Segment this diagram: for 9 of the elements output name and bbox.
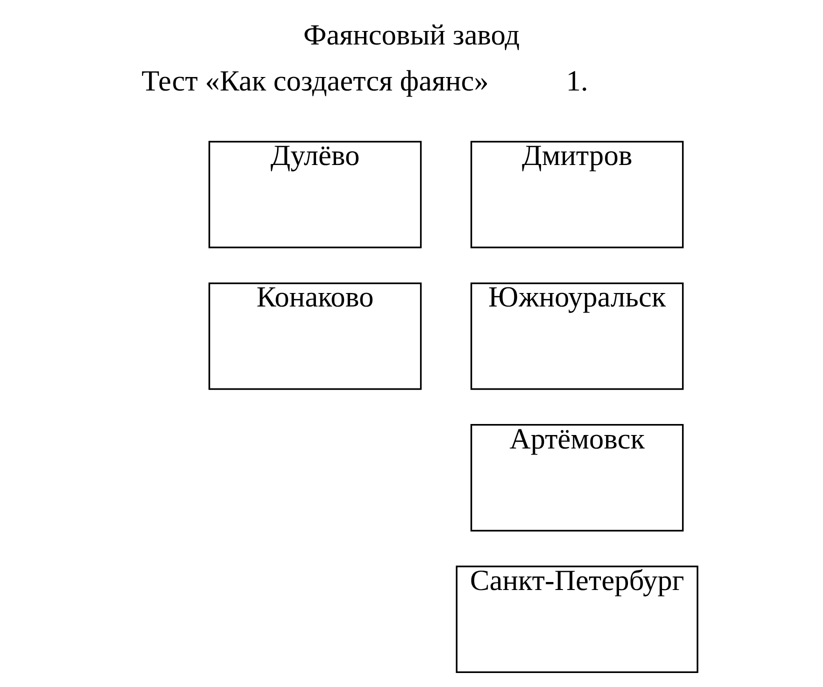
node-box: Южноуральск: [470, 282, 684, 390]
node-box: Конаково: [208, 282, 422, 390]
node-box: Санкт-Петербург: [456, 566, 698, 674]
node-box: Дулёво: [208, 140, 422, 248]
node-box: Дмитров: [470, 140, 684, 248]
diagram-title: Фаянсовый завод: [303, 20, 520, 52]
node-box: Артёмовск: [470, 424, 684, 532]
label: 1.: [566, 65, 588, 98]
label: Тест «Как создается фаянс»: [141, 65, 489, 98]
